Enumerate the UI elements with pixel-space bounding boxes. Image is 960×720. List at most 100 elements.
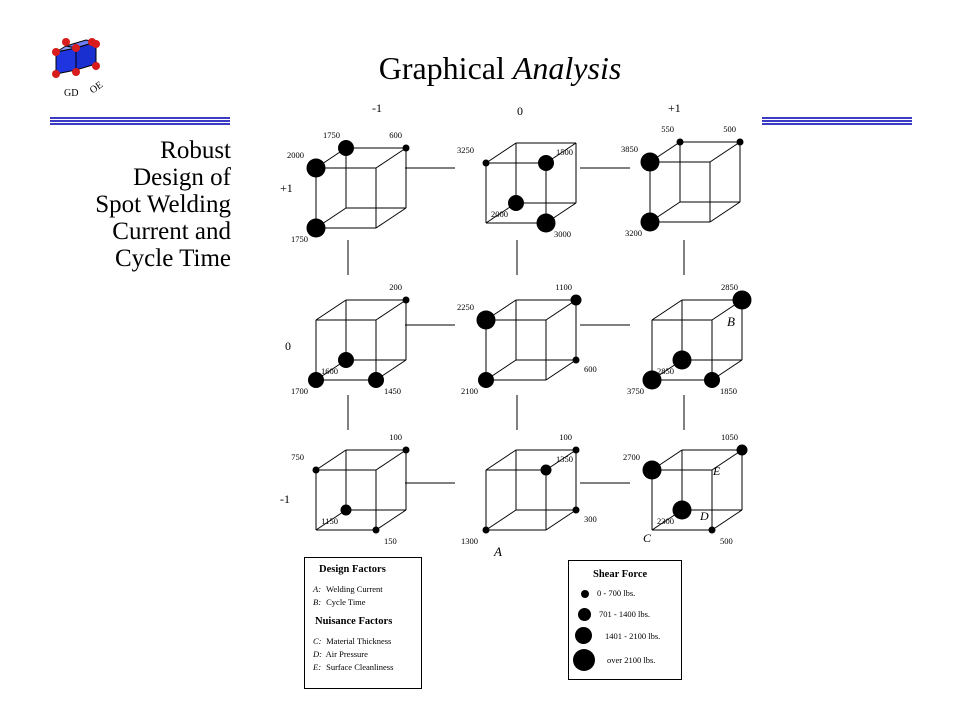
response-value: 1300 (461, 536, 478, 546)
response-value: 200 (389, 282, 402, 292)
side-title: Robust Design of Spot Welding Current an… (95, 137, 231, 272)
factor-key: A: (313, 584, 322, 594)
nuisance-factors-heading: Nuisance Factors (315, 616, 393, 627)
cube-edge (711, 509, 743, 531)
cube-edge (545, 299, 577, 321)
axis-label-b: B (727, 314, 735, 329)
response-value: 3200 (625, 228, 642, 238)
response-dot (338, 352, 354, 368)
design-factors-legend: Design Factors A: Welding Current B: Cyc… (304, 557, 422, 689)
cube-edge (709, 201, 741, 223)
response-value: 1450 (384, 386, 401, 396)
size-4-dot-icon (573, 649, 595, 671)
column-label: -1 (372, 101, 382, 115)
factor-key: C: (313, 636, 322, 646)
shear-range: 0 - 700 lbs. (597, 588, 636, 598)
response-dot (402, 446, 410, 454)
shear-range: 701 - 1400 lbs. (599, 609, 650, 619)
legend-factor-c: C: Material Thickness (313, 636, 391, 646)
cube-edge (709, 141, 741, 163)
response-dot (402, 296, 410, 304)
response-value: 100 (559, 432, 572, 442)
row-label: 0 (285, 339, 291, 353)
response-value: 1500 (556, 147, 573, 157)
response-dot (572, 446, 580, 454)
response-value: 3850 (621, 144, 638, 154)
response-dot (338, 140, 354, 156)
response-value: 1850 (720, 386, 737, 396)
response-value: 1700 (291, 386, 308, 396)
response-value: 1600 (321, 366, 338, 376)
legend-factor-e: E: Surface Cleanliness (313, 662, 393, 672)
response-value: 1750 (291, 234, 308, 244)
response-value: 2100 (461, 386, 478, 396)
response-value: 1750 (323, 130, 340, 140)
response-value: 2850 (657, 366, 674, 376)
response-dot (572, 356, 580, 364)
cube-edge (485, 509, 517, 531)
shear-force-heading: Shear Force (593, 569, 648, 580)
response-dot (536, 213, 556, 233)
response-value: 2250 (457, 302, 474, 312)
response-dot (570, 294, 582, 306)
response-value: 1350 (556, 454, 573, 464)
response-dot (482, 526, 490, 534)
response-dot (642, 460, 662, 480)
response-dot (402, 144, 410, 152)
cube-edge (545, 509, 577, 531)
axis-label-d: D (699, 509, 709, 523)
response-dot (736, 444, 748, 456)
response-dot (538, 155, 554, 171)
design-factors-heading: Design Factors (319, 564, 386, 575)
factor-key: E: (313, 662, 322, 672)
axis-label-a: A (493, 544, 502, 559)
response-dot (306, 218, 326, 238)
side-title-line: Current and (112, 218, 231, 245)
gdoe-logo: GD OE (52, 38, 105, 99)
response-value: 2850 (721, 282, 738, 292)
size-3-dot-icon (575, 627, 592, 644)
cube: 1700 200 1600 1450 (291, 282, 410, 396)
factor-label: Cycle Time (326, 597, 366, 607)
response-dot (476, 310, 496, 330)
response-dot (640, 212, 660, 232)
response-value: 3000 (554, 229, 571, 239)
response-value: 100 (389, 432, 402, 442)
factor-label: Surface Cleanliness (326, 662, 394, 672)
response-dot (340, 504, 352, 516)
row-label: +1 (280, 181, 293, 195)
cube: 1350 100 300 1300 (461, 432, 597, 546)
response-dot (572, 506, 580, 514)
response-dot (482, 159, 490, 167)
response-dot (308, 372, 324, 388)
response-value: 1050 (721, 432, 738, 442)
cube-edge (315, 449, 347, 471)
column-label: +1 (668, 101, 681, 115)
axis-label-c: C (643, 531, 652, 545)
response-value: 2000 (491, 209, 508, 219)
response-dot (478, 372, 494, 388)
response-value: 150 (384, 536, 397, 546)
response-value: 3250 (457, 145, 474, 155)
legend-factor-b: B: Cycle Time (313, 597, 366, 607)
cube-edge (651, 299, 683, 321)
cube-edge (711, 449, 743, 471)
response-value: 300 (584, 514, 597, 524)
response-value: 2000 (287, 150, 304, 160)
response-dot (306, 158, 326, 178)
response-value: 3750 (627, 386, 644, 396)
response-dot (642, 370, 662, 390)
size-2-dot-icon (578, 608, 591, 621)
shear-range: 1401 - 2100 lbs. (605, 631, 661, 641)
response-value: 500 (723, 124, 736, 134)
title-rule-left (50, 117, 230, 127)
factor-label: Air Pressure (325, 649, 368, 659)
factor-key: D: (313, 649, 322, 659)
factor-label: Welding Current (325, 584, 383, 594)
